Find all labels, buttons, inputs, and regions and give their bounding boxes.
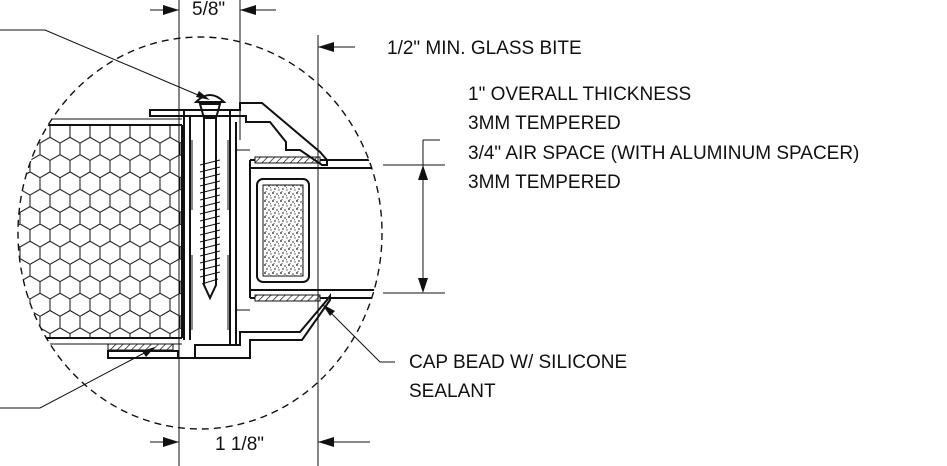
frame-extrusion [107, 102, 331, 359]
aluminum-spacer [256, 178, 310, 283]
desiccant-fill [262, 184, 304, 277]
glazing-spec-line-2: 3MM TEMPERED [468, 113, 621, 134]
glazing-spec-line-4: 3MM TEMPERED [468, 172, 621, 193]
screw [193, 94, 227, 301]
glazing-spec-line-3: 3/4" AIR SPACE (WITH ALUMINUM SPACER) [468, 143, 859, 164]
leader-lines [0, 29, 395, 409]
top-glazing-gasket [254, 156, 321, 164]
bottom-dimension-label: 1 1/8" [215, 434, 264, 455]
bottom-glazing-gasket [254, 294, 321, 302]
top-dimension-label: 5/8" [192, 0, 225, 20]
cap-bead-note-line-2: SEALANT [409, 381, 496, 402]
glazing-spec-line-1: 1" OVERALL THICKNESS [468, 84, 691, 105]
dimension-arrows [150, 5, 428, 447]
honeycomb-panel [18, 126, 182, 338]
glass-bite-note: 1/2" MIN. GLASS BITE [387, 38, 582, 59]
dimension-lines [178, 0, 445, 466]
clipped-detail [18, 118, 382, 345]
cap-bead-note-line-1: CAP BEAD W/ SILICONE [409, 352, 627, 373]
panel-gasket [107, 343, 174, 351]
